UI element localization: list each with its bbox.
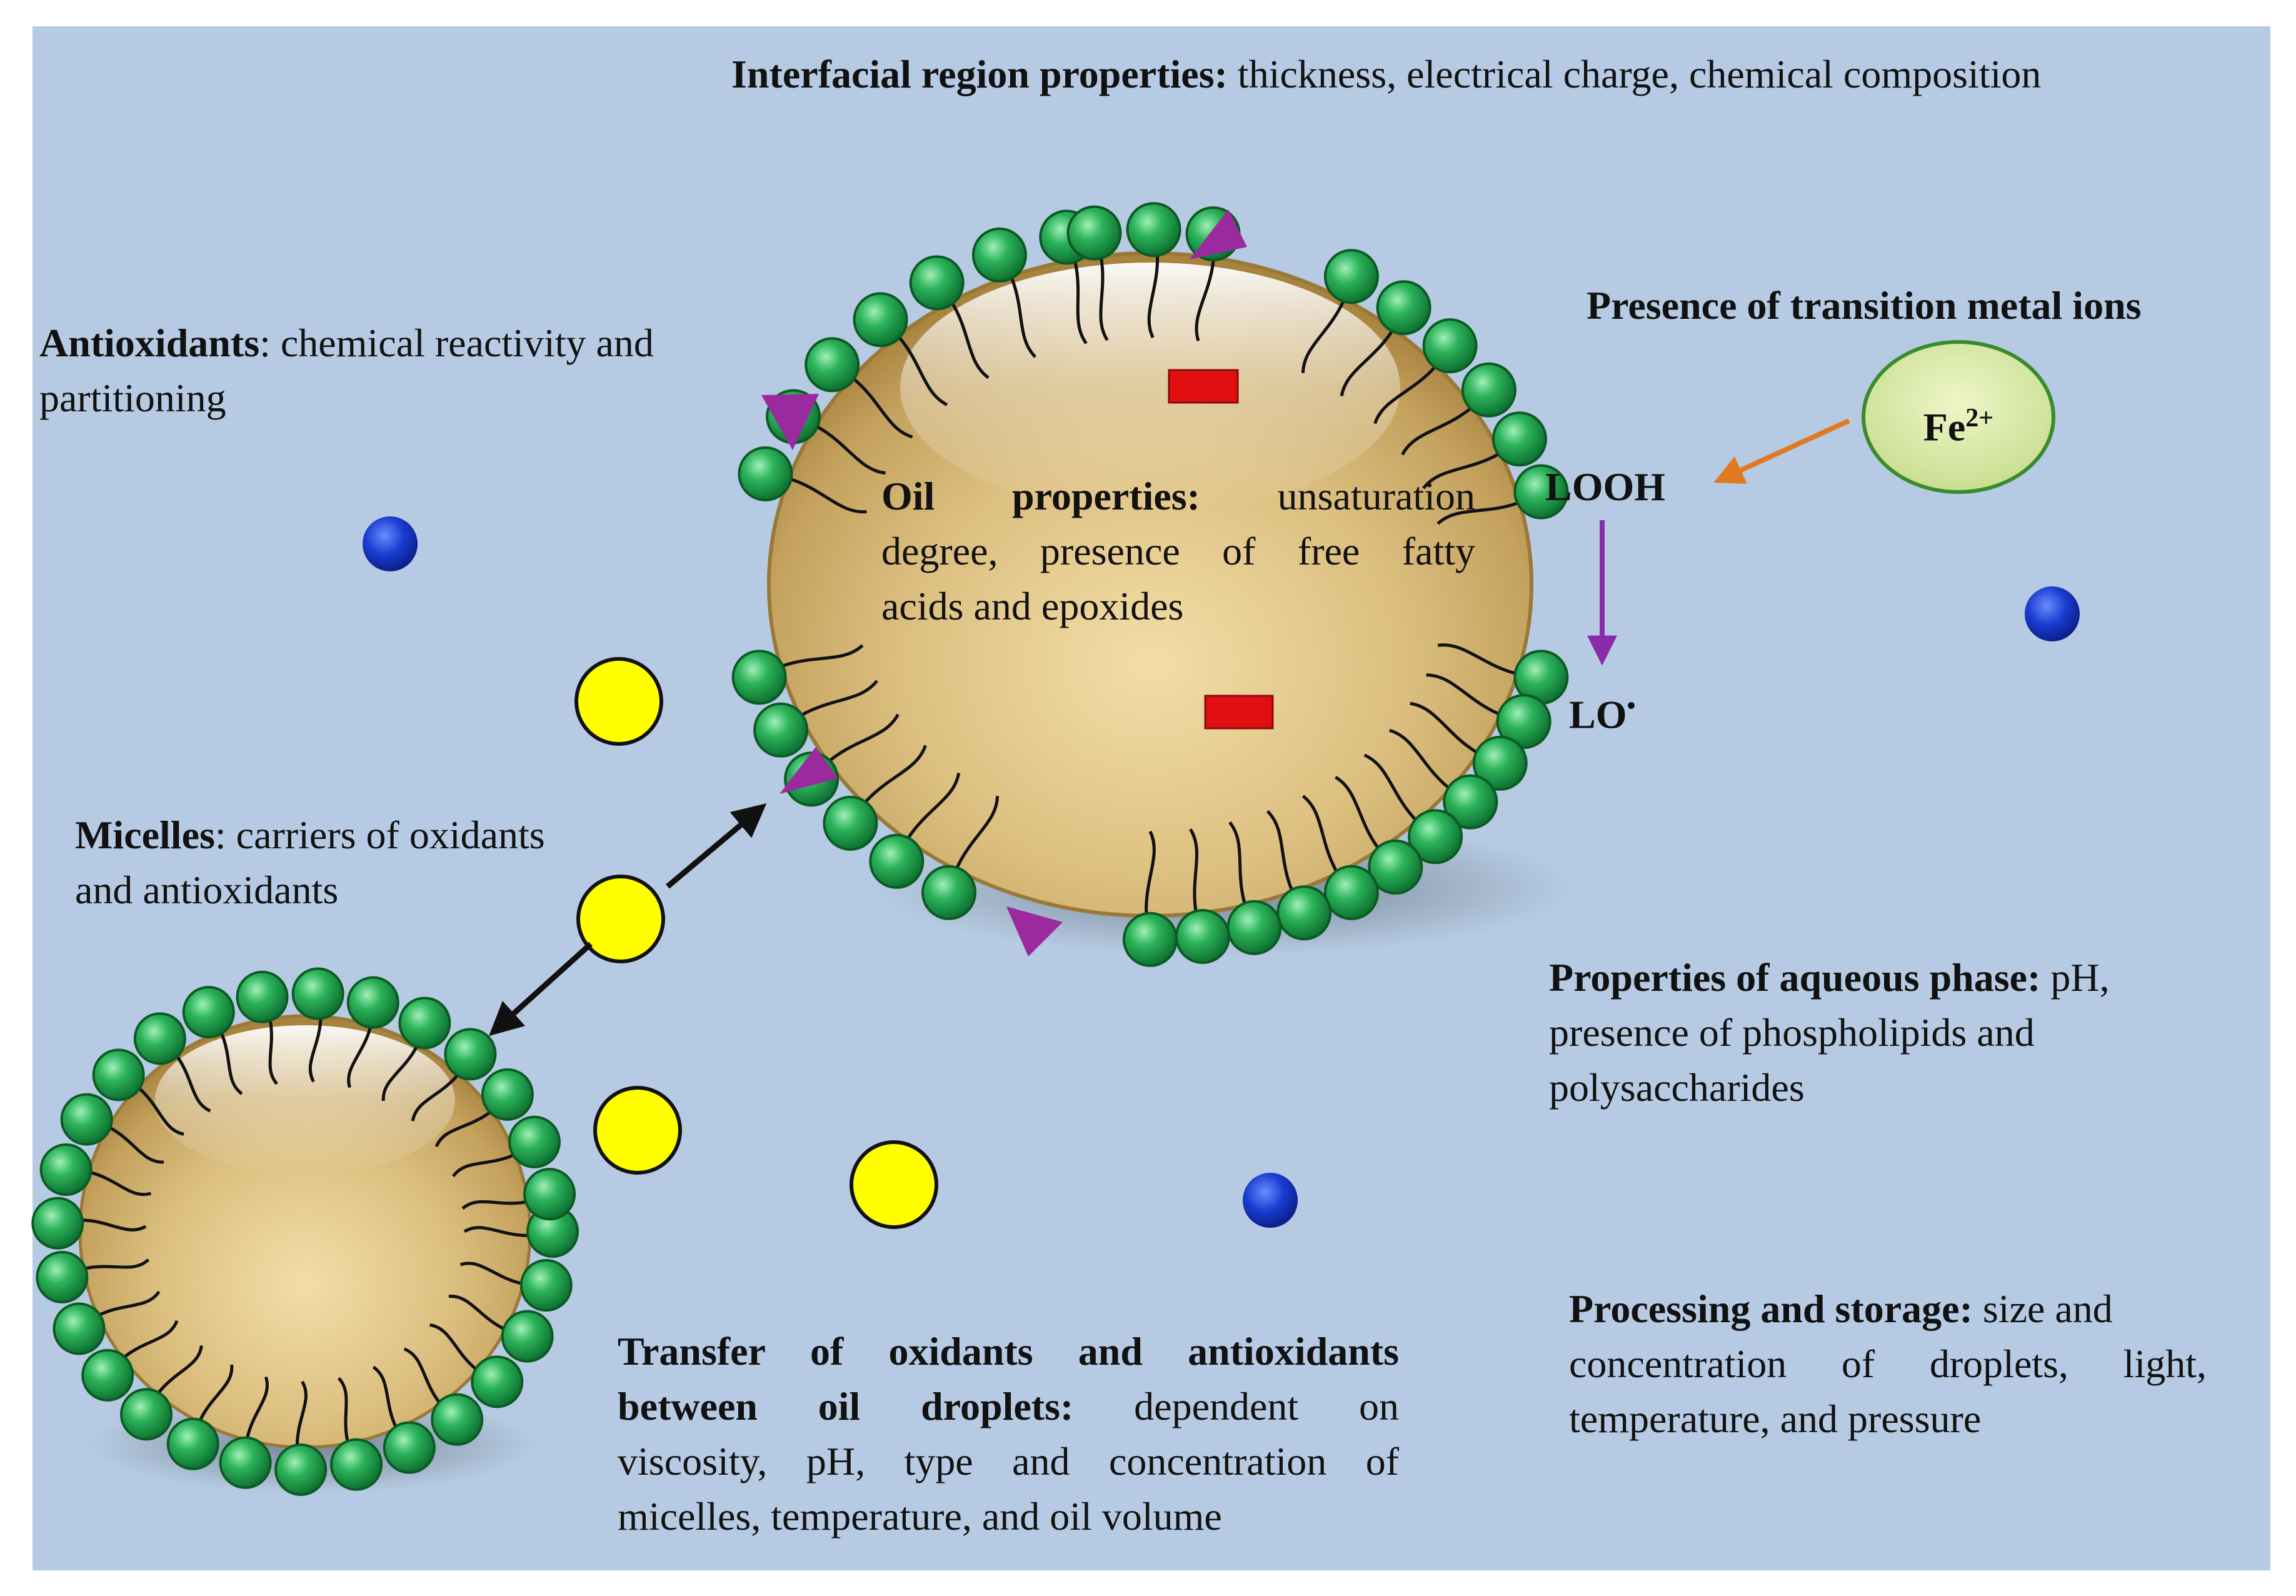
surfactant-head [909, 255, 965, 311]
surfactant-head [738, 446, 793, 501]
surfactant-head [1323, 865, 1379, 920]
micelle-yellow [574, 657, 663, 746]
surfactant-head [1461, 362, 1516, 418]
surfactant-head [133, 1012, 186, 1065]
surfactant-head [291, 967, 344, 1020]
antioxidant-triangle [1190, 209, 1247, 259]
micelle-yellow [576, 875, 665, 963]
surfactant-head [753, 702, 809, 758]
surfactant-head [431, 1393, 484, 1446]
surfactant-head [731, 650, 787, 705]
aqueous-phase-label: Properties of aqueous phase: pH, presenc… [1549, 955, 2110, 1110]
antioxidant-triangle [780, 747, 838, 794]
metal-ions-label: Presence of transition metal ions [1587, 283, 2142, 328]
micelle-yellow [850, 1140, 938, 1229]
oil-properties-label: Oil properties: unsaturation degree, pre… [881, 474, 1475, 628]
surfactant-head [219, 1436, 272, 1489]
surfactant-head [481, 1068, 534, 1121]
lo-radical-label: LO• [1569, 691, 1636, 737]
surfactant-head [869, 833, 925, 889]
surfactant-head [1123, 911, 1178, 967]
surfactant-head [39, 1143, 93, 1197]
surfactant-head [501, 1310, 554, 1363]
surfactant-head [444, 1028, 497, 1081]
antioxidants-label: Antioxidants: chemical reactivity and pa… [39, 321, 654, 420]
surfactant-head [92, 1048, 145, 1102]
large-oil-highlight [900, 263, 1400, 513]
oxidant-rectangle [1168, 369, 1239, 404]
antioxidant-triangle [1006, 906, 1063, 956]
antioxidant-triangle [761, 394, 819, 450]
surfactant-head [81, 1348, 134, 1402]
surfactant-head [1408, 809, 1463, 865]
transfer-label: Transfer of oxidants and antioxidants be… [618, 1329, 1400, 1538]
surfactant-head [823, 795, 878, 851]
transfer-arrow-down [488, 941, 593, 1036]
surfactant-head [1066, 205, 1122, 261]
surfactant-head [1472, 735, 1528, 791]
fe-label: Fe2+ [1923, 404, 1994, 449]
surfactant-head [398, 996, 451, 1050]
fe-ion-ellipse [1862, 340, 2055, 494]
blue-particle [1243, 1173, 1298, 1228]
surfactant-head [519, 1259, 573, 1312]
surfactant-head [523, 1168, 576, 1221]
looh-label: LOOH [1545, 464, 1666, 509]
surfactant-head [330, 1438, 383, 1491]
surfactant-head [53, 1302, 106, 1355]
surfactant-head [346, 976, 399, 1029]
fe-to-looh-arrow [1713, 418, 1850, 484]
large-oil-droplet [731, 202, 1569, 967]
surfactant-head [1491, 411, 1547, 467]
surfactant-head [120, 1388, 173, 1441]
blue-particle [363, 516, 418, 571]
surfactant-head [1323, 249, 1379, 304]
surfactant-head [60, 1093, 113, 1146]
surfactant-head [971, 227, 1027, 283]
surfactant-head [1368, 839, 1423, 895]
micelle-yellow [593, 1086, 682, 1175]
surfactant-head [921, 865, 977, 920]
transfer-arrow-up [666, 803, 767, 889]
blue-particle [2025, 586, 2080, 641]
interfacial-label: Interfacial region properties: thickness… [731, 52, 2042, 96]
surfactant-head [471, 1355, 524, 1408]
surfactant-head [1513, 464, 1569, 519]
surfactant-head [805, 337, 860, 393]
surfactant-head [383, 1421, 436, 1474]
small-oil-highlight [155, 1025, 455, 1175]
surfactant-head [1226, 900, 1282, 955]
small-oil-droplet [31, 967, 579, 1496]
surfactant-head [1376, 280, 1431, 336]
surfactant-head [1443, 774, 1498, 830]
surfactant-head [1496, 694, 1552, 750]
surfactant-head [182, 986, 235, 1039]
surfactant-head [1422, 318, 1478, 374]
surfactant-head [31, 1197, 84, 1250]
surfactant-head [1126, 202, 1181, 258]
surfactant-head [236, 970, 289, 1023]
surfactant-head [36, 1250, 89, 1303]
oxidant-rectangle [1204, 695, 1274, 730]
surfactant-head [508, 1115, 561, 1168]
micelles-label: Micelles: carriers of oxidants and antio… [75, 813, 545, 912]
surfactant-head [274, 1443, 328, 1496]
surfactant-head [1175, 909, 1230, 965]
processing-label: Processing and storage: size and concent… [1569, 1287, 2207, 1441]
surfactant-head [166, 1417, 219, 1470]
surfactant-head [853, 292, 908, 348]
surfactant-head [1276, 885, 1332, 941]
